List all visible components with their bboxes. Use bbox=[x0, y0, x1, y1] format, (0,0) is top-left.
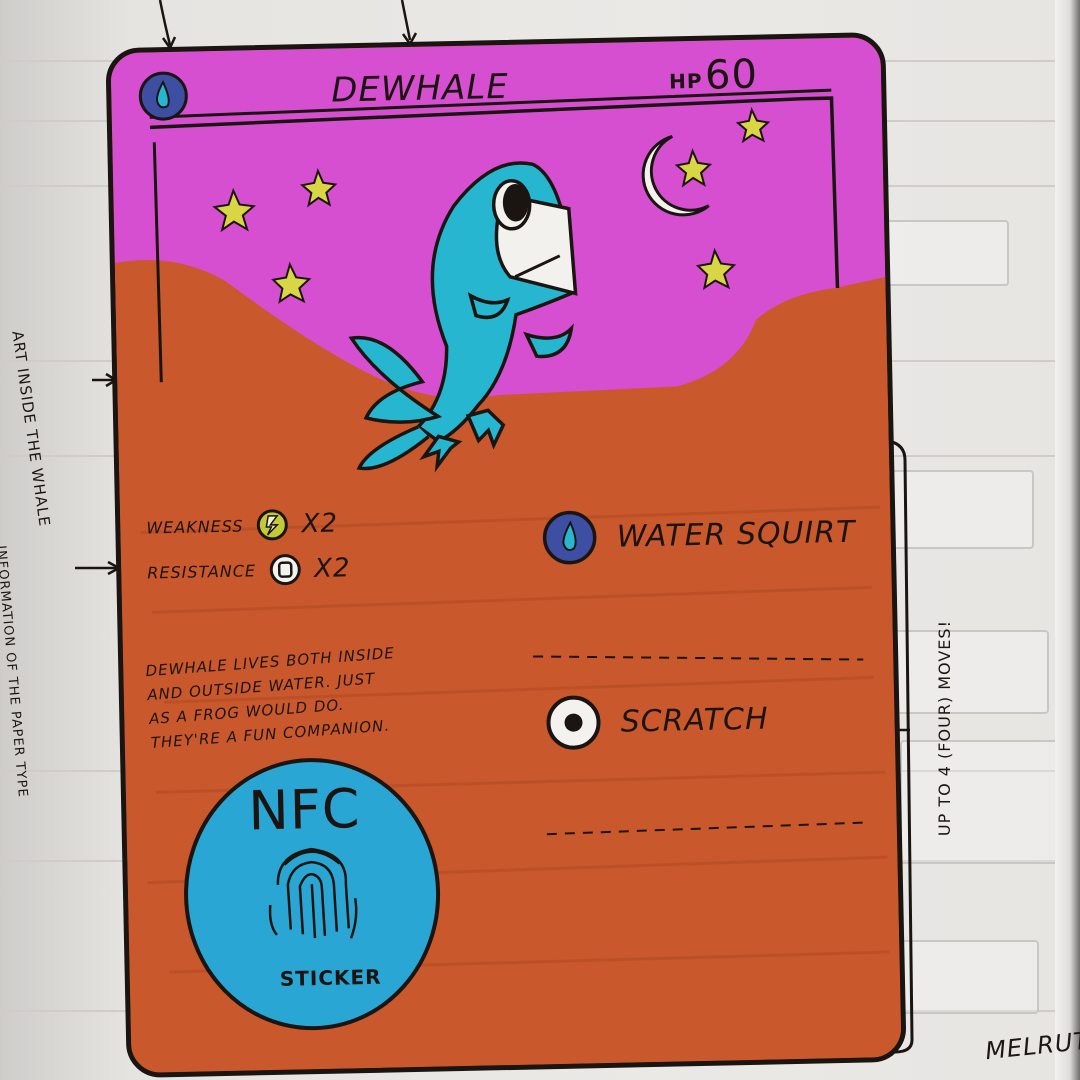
card-name: Dewhale bbox=[330, 66, 510, 111]
nfc-title: NFC bbox=[247, 777, 362, 843]
lightning-icon bbox=[257, 509, 289, 541]
star-icon bbox=[299, 168, 338, 208]
normal-icon bbox=[546, 695, 601, 750]
page-edge bbox=[1055, 0, 1080, 1080]
flavor-text: Dewhale lives both inside and outside wa… bbox=[144, 643, 396, 752]
fingerprint-icon bbox=[268, 847, 358, 939]
art-frame bbox=[149, 96, 840, 289]
water-drop-icon bbox=[138, 71, 188, 121]
hp-value: 60 bbox=[704, 51, 759, 99]
resistance-label: Resistance bbox=[147, 560, 257, 583]
weakness-multiplier: x2 bbox=[301, 508, 339, 540]
star-icon bbox=[735, 106, 771, 144]
creature-card: Dewhale HP 60 Weakness x2 Resistance x2 … bbox=[105, 31, 907, 1079]
star-icon bbox=[695, 247, 737, 290]
star-icon bbox=[271, 261, 312, 304]
resistance-multiplier: x2 bbox=[313, 553, 351, 585]
water-drop-icon bbox=[542, 510, 597, 565]
resistance-row: Resistance x2 bbox=[147, 551, 351, 589]
move-name: Scratch bbox=[620, 701, 769, 740]
weakness-label: Weakness bbox=[146, 515, 244, 538]
normal-icon bbox=[269, 554, 301, 586]
move-name: Water Squirt bbox=[616, 514, 856, 555]
moves-annotation: Up to 4 (four) moves! bbox=[935, 620, 954, 837]
star-icon bbox=[212, 187, 257, 233]
move-scratch: Scratch bbox=[544, 690, 769, 753]
nfc-sticker: NFC Sticker bbox=[177, 751, 448, 1036]
star-icon bbox=[674, 148, 713, 188]
hp-label: HP bbox=[668, 68, 703, 94]
moon-icon bbox=[641, 134, 710, 217]
nfc-subtitle: Sticker bbox=[279, 964, 382, 991]
weakness-row: Weakness x2 bbox=[146, 507, 338, 545]
move-water-squirt: Water Squirt bbox=[540, 503, 856, 568]
dewhale-creature bbox=[348, 161, 578, 473]
paper-form-box bbox=[890, 630, 1049, 714]
nfc-sticker-shape bbox=[184, 758, 441, 1031]
